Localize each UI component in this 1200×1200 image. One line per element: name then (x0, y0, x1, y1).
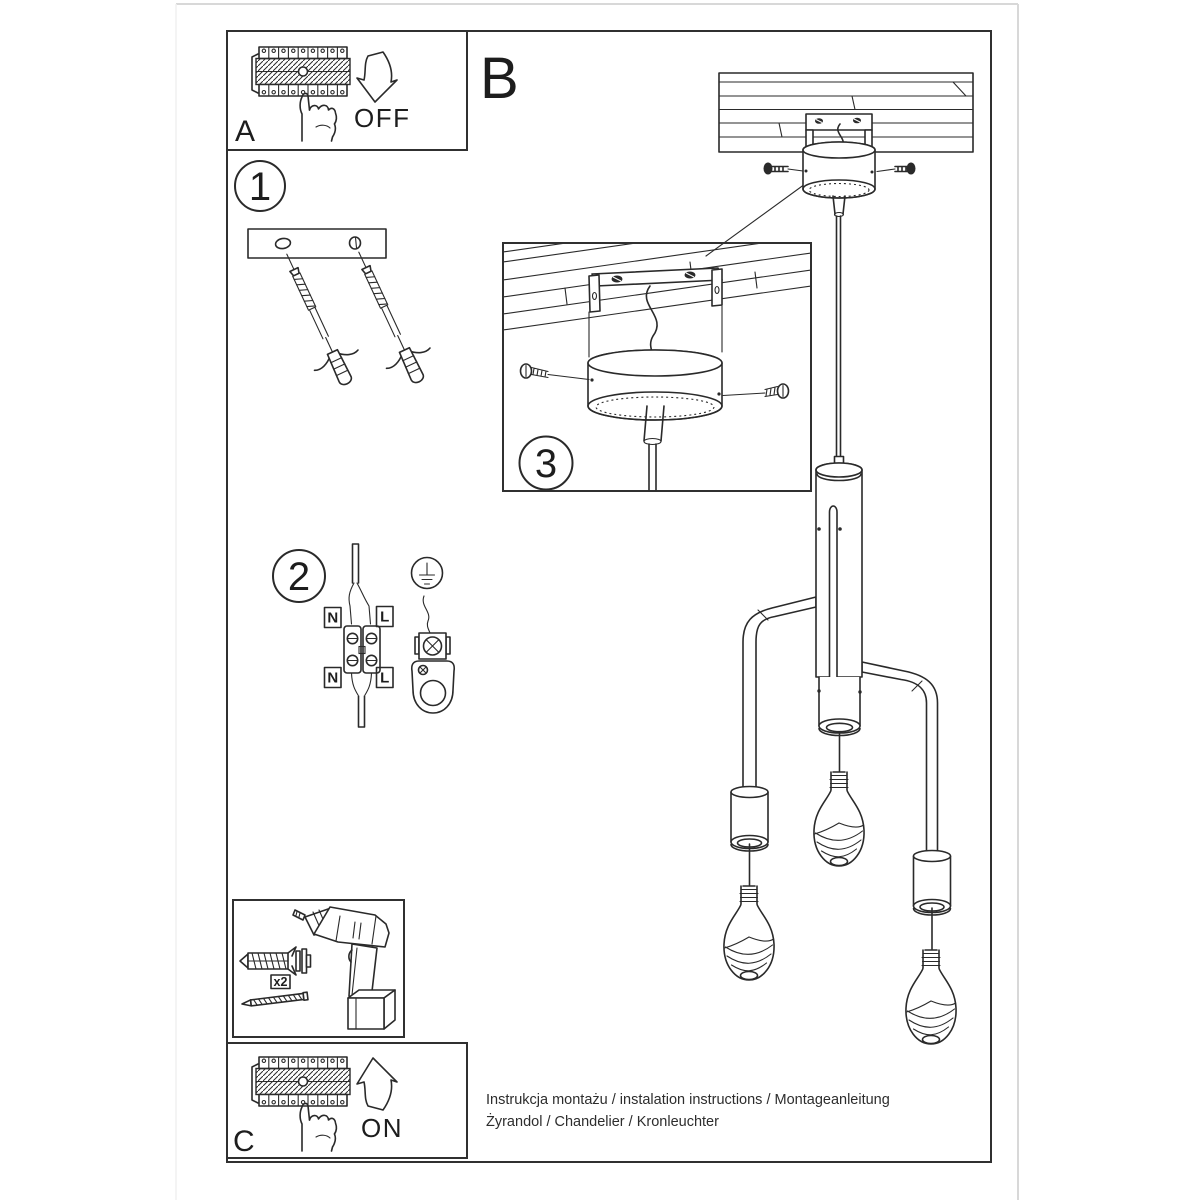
earth-symbol-icon (410, 556, 444, 590)
earth-terminal-bracket (410, 660, 456, 714)
off-label: OFF (354, 103, 411, 133)
earth-wire (422, 595, 431, 634)
light-bulb-right (905, 949, 957, 1045)
mounting-bracket-detail (588, 267, 723, 358)
lamp-arm-left (742, 596, 817, 792)
mounting-bar (247, 228, 387, 259)
side-screw-left-icon (519, 363, 590, 381)
main-frame (226, 30, 992, 1163)
mains-wires (348, 543, 373, 728)
step-3-badge (518, 435, 574, 491)
mains-cable-detail (645, 285, 658, 353)
footer-line1: Instrukcja montażu / instalation instruc… (486, 1092, 890, 1108)
mounting-bracket (805, 113, 873, 148)
on-label: ON (361, 1113, 403, 1143)
screw-icon (241, 991, 309, 1007)
footer-line2: Żyrandol / Chandelier / Kronleuchter (486, 1112, 719, 1130)
page-edge (175, 3, 1019, 1200)
lamp-body-tube (815, 462, 863, 678)
hand-press-icon (299, 1102, 338, 1152)
footer: Instrukcja montażu / instalation instruc… (486, 1092, 890, 1130)
label-n-bottom: N (327, 670, 338, 687)
cup-screw-right-icon (876, 162, 916, 175)
lamp-socket-right (912, 849, 952, 916)
tools-box: x2 (232, 899, 405, 1038)
step-2-diagram: 2 N L N L (272, 543, 456, 728)
qty-x2-label: x2 (274, 975, 288, 989)
qty-badge-box (270, 974, 291, 990)
section-a-box: OFF A (226, 30, 468, 151)
breaker-panel-on-icon (251, 1056, 351, 1107)
lamp-socket-center (817, 676, 862, 737)
step-3-number: 3 (535, 442, 557, 486)
label-n-top: N (327, 610, 338, 627)
label-l-bottom: L (380, 670, 389, 687)
cup-screw-left-icon (763, 162, 804, 175)
chandelier-illustration (718, 72, 974, 1045)
ceiling (718, 72, 974, 153)
breaker-panel-off-icon (251, 46, 351, 97)
ceiling-cup (802, 141, 876, 199)
section-c-box: ON C (226, 1042, 468, 1159)
arrow-down-icon (356, 51, 398, 103)
wire-labels: N L N L (323, 605, 394, 689)
bar-hole-right (348, 236, 362, 250)
lamp-socket-left (730, 785, 769, 852)
hand-press-icon (299, 92, 338, 142)
bar-hole-left (274, 237, 292, 250)
step-2-number: 2 (288, 555, 310, 599)
label-l-top: L (380, 609, 389, 626)
light-bulb-center (813, 771, 865, 867)
wall-plug-icon (239, 946, 312, 976)
wall-plug-assembly-right (336, 241, 442, 393)
drill-icon (292, 906, 396, 1030)
section-b-label: B (480, 46, 519, 111)
ceiling-planks-detail (504, 244, 810, 331)
step-1-badge (234, 160, 286, 212)
side-screw-right-icon (722, 383, 790, 399)
section-a-label: A (235, 115, 255, 148)
step-1-diagram: 1 (234, 160, 442, 395)
earth-clamp (414, 632, 451, 660)
terminal-block (343, 625, 381, 674)
step-3-detail-box: 3 (502, 242, 812, 492)
lamp-arm-right (861, 661, 939, 857)
light-bulb-left (723, 885, 775, 981)
step-2-badge (272, 549, 326, 603)
suspension-cable (832, 195, 846, 466)
section-c-label: C (233, 1125, 255, 1158)
ceiling-cup-detail (587, 349, 723, 491)
step-1-number: 1 (249, 165, 271, 209)
wall-plug-assembly-left (264, 243, 370, 395)
arrow-up-icon (356, 1057, 398, 1111)
inner-rod (828, 505, 838, 677)
